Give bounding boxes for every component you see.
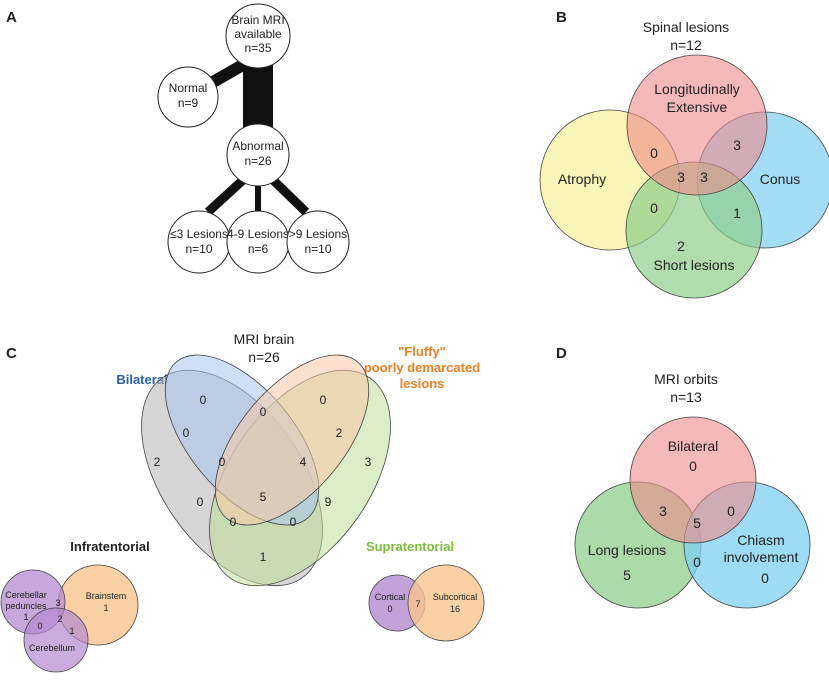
node-abnormal xyxy=(226,123,290,187)
count-orbit-bilateral-only: 0 xyxy=(689,458,697,474)
node-leaf-2-line1: 4-9 Lesions xyxy=(227,227,289,241)
count-long-conus-short: 3 xyxy=(700,169,708,185)
count-atrophy-short: 0 xyxy=(650,200,658,216)
set-cortical: Cortical xyxy=(375,592,406,602)
node-leaf-3 xyxy=(286,210,350,274)
node-normal xyxy=(157,66,219,128)
count-bs-cbl: 1 xyxy=(69,626,74,636)
set-longitudinal-line2: Extensive xyxy=(667,99,728,115)
count-bil-chiasm: 0 xyxy=(727,503,735,519)
set-conus: Conus xyxy=(760,171,800,187)
set-chiasm-line1: Chiasm xyxy=(737,532,784,548)
set-fluffy-line2: poorly demarcated xyxy=(364,360,480,375)
count-conus-short: 1 xyxy=(733,205,741,221)
count-bil-long: 3 xyxy=(659,503,667,519)
count-bil-fluffy: 0 xyxy=(260,405,267,419)
count-atrophy-longitudinal: 0 xyxy=(650,145,658,161)
node-leaf-3-line1: >9 Lesions xyxy=(289,227,347,241)
count-subcortical-only: 16 xyxy=(450,604,460,614)
set-bilateral-label: Bilateral xyxy=(116,372,167,387)
count-orbit-all: 5 xyxy=(693,515,701,531)
panel-b-letter: B xyxy=(556,9,567,26)
set-atrophy: Atrophy xyxy=(558,171,606,187)
set-supratentorial-label: Supratentorial xyxy=(366,539,454,554)
panel-d-title-line1: MRI orbits xyxy=(654,371,718,387)
node-leaf-1-line1: ≤3 Lesions xyxy=(170,227,228,241)
node-leaf-1-line2: n=10 xyxy=(185,242,212,256)
count-all-four: 5 xyxy=(260,490,267,504)
count-infra-supra: 1 xyxy=(260,550,267,564)
set-long-lesions: Long lesions xyxy=(588,542,667,558)
count-short-only: 2 xyxy=(677,238,685,254)
venn-orbit-bilateral xyxy=(629,416,757,544)
set-longitudinal-line1: Longitudinally xyxy=(654,81,740,97)
panel-a-letter: A xyxy=(6,9,17,26)
count-longitudinal-conus: 3 xyxy=(733,137,741,153)
node-normal-line1: Normal xyxy=(169,81,208,95)
count-bil-fluffy-supra: 4 xyxy=(300,455,307,469)
node-root-line2: available xyxy=(234,27,282,41)
node-root-line3: n=35 xyxy=(244,41,271,55)
set-chiasm-line2: involvement xyxy=(724,549,799,565)
count-infra-only: 2 xyxy=(154,455,161,469)
count-ped-cbl: 0 xyxy=(37,621,42,631)
node-abnormal-line2: n=26 xyxy=(244,154,271,168)
count-ped-bs: 3 xyxy=(55,598,60,608)
node-root xyxy=(225,3,291,69)
set-cerebellum: Cerebellum xyxy=(29,643,75,653)
venn-fluffy xyxy=(214,354,370,526)
node-normal-line2: n=9 xyxy=(178,96,199,110)
panel-a: A Brain MRI available n=35 Normal n=9 Ab… xyxy=(6,3,350,274)
node-abnormal-line1: Abnormal xyxy=(232,139,283,153)
count-bil-supra: 9 xyxy=(325,495,332,509)
count-ped-bs-cbl: 2 xyxy=(57,614,62,624)
count-fluffy-supra: 2 xyxy=(336,426,343,440)
count-cortical-only: 0 xyxy=(387,604,392,614)
panel-b-title-line1: Spinal lesions xyxy=(643,19,729,35)
panel-b-title-line2: n=12 xyxy=(670,37,702,53)
count-fluffy-infra-supra: 0 xyxy=(290,515,297,529)
node-leaf-3-line2: n=10 xyxy=(304,242,331,256)
count-bil-infra: 0 xyxy=(183,426,190,440)
edge-abnormal-leaf1 xyxy=(204,176,247,216)
count-cortical-subcortical: 7 xyxy=(415,599,420,609)
panel-c-title-line1: MRI brain xyxy=(234,331,295,347)
venn-longitudinal xyxy=(626,54,768,196)
count-infra-fluffy: 0 xyxy=(197,495,204,509)
count-fluffy-only: 0 xyxy=(320,393,327,407)
panel-b: B Spinal lesions n=12 Longitudinally Ext… xyxy=(539,9,829,299)
set-orbit-bilateral: Bilateral xyxy=(668,438,719,454)
edge-abnormal-leaf3 xyxy=(269,176,310,216)
set-brainstem: Brainstem xyxy=(86,591,127,601)
count-supra-only: 3 xyxy=(365,455,372,469)
venn-subcortical xyxy=(407,564,485,642)
set-cerebellar-line2: peduncles xyxy=(5,601,47,611)
panel-d-title-line2: n=13 xyxy=(670,389,702,405)
panel-c-letter: C xyxy=(6,345,17,362)
panel-d: D MRI orbits n=13 Bilateral 0 3 0 5 0 Lo… xyxy=(556,345,811,609)
count-infra-bil-supra: 0 xyxy=(230,515,237,529)
panel-d-letter: D xyxy=(556,345,567,362)
panel-c: C MRI brain n=26 Bilateral "Fluffy" poor… xyxy=(0,331,485,673)
set-fluffy-line1: "Fluffy" xyxy=(398,344,446,359)
set-infratentorial-label: Infratentorial xyxy=(70,539,149,554)
count-bil-fluffy-infra: 0 xyxy=(219,455,226,469)
set-cerebellar-line1: Cerebellar xyxy=(5,590,47,600)
set-subcortical: Subcortical xyxy=(433,592,478,602)
count-chiasm-only: 0 xyxy=(761,570,769,586)
count-brainstem-only: 1 xyxy=(103,603,108,613)
set-short-lesions: Short lesions xyxy=(654,257,735,273)
venn-cerebellum xyxy=(23,607,89,673)
count-bilateral-only: 0 xyxy=(200,393,207,407)
count-long-only: 5 xyxy=(623,567,631,583)
node-leaf-2-line2: n=6 xyxy=(248,242,269,256)
set-fluffy-line3: lesions xyxy=(400,376,445,391)
node-root-line1: Brain MRI xyxy=(231,13,284,27)
count-atrophy-long-short: 3 xyxy=(677,169,685,185)
count-long-chiasm: 0 xyxy=(693,554,701,570)
count-cerebellar-only: 1 xyxy=(23,612,28,622)
panel-c-title-line2: n=26 xyxy=(248,349,280,365)
